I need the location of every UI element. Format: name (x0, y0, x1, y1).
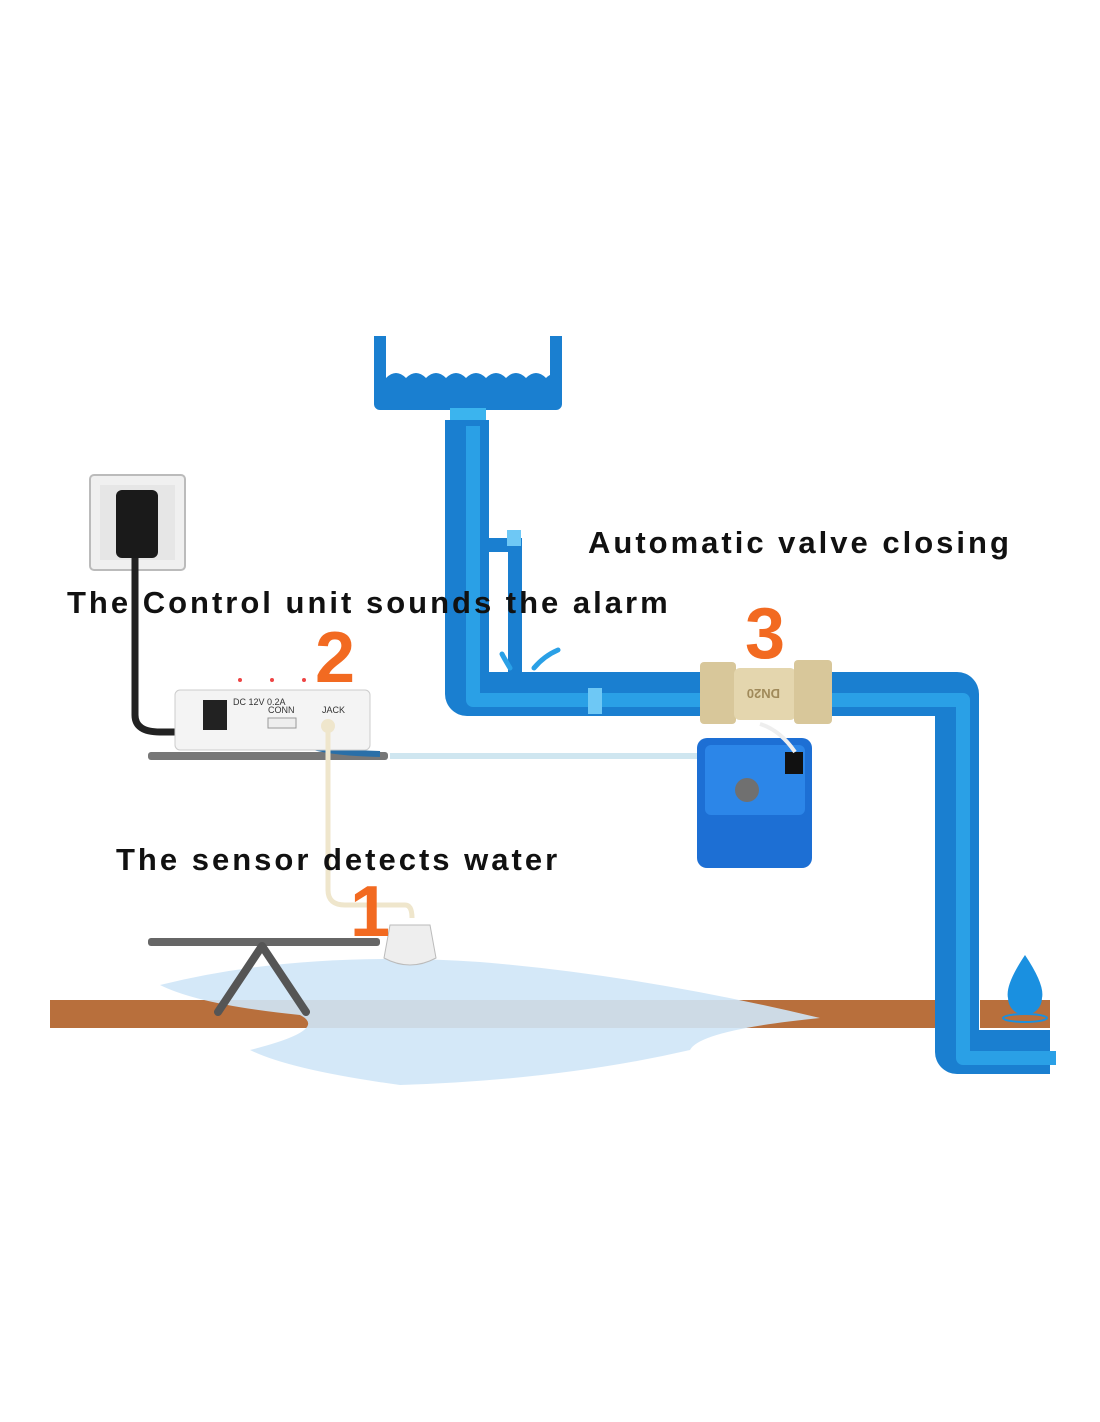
jack-label: JACK (322, 705, 345, 715)
water-drop-icon (1002, 955, 1048, 1023)
caption-alarm: The Control unit sounds the alarm (67, 585, 671, 620)
water-pipe (445, 420, 1056, 1074)
caption-valve-closing: Automatic valve closing (588, 525, 1012, 560)
control-unit: DC 12V 0.2A CONN JACK (174, 678, 371, 751)
power-adapter (89, 474, 215, 736)
motorized-valve: DN20 (697, 660, 832, 868)
power-label: DC 12V 0.2A (233, 697, 286, 707)
step-number-3: 3 (745, 594, 785, 674)
water-sensor (383, 924, 437, 966)
sensor-cable (325, 730, 415, 919)
caption-sensor: The sensor detects water (116, 842, 560, 877)
table (148, 938, 380, 1016)
valve-marking: DN20 (747, 686, 780, 701)
step-number-2: 2 (315, 618, 355, 698)
conn-label: CONN (268, 705, 295, 715)
step-number-1: 1 (350, 872, 390, 952)
water-puddle (160, 958, 820, 1085)
water-tank (374, 336, 562, 422)
